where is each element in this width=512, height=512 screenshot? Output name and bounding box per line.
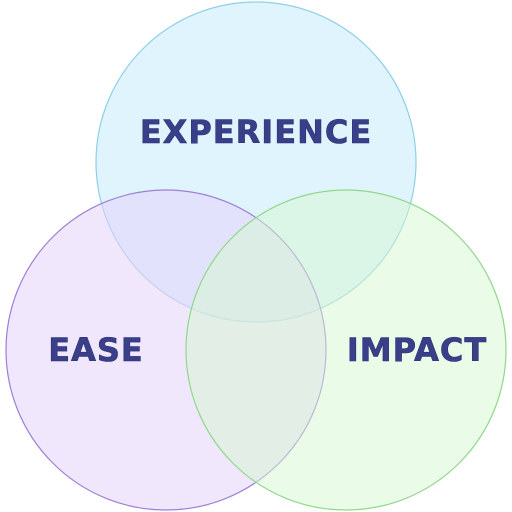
circle-impact bbox=[185, 189, 507, 511]
label-impact: IMPACT bbox=[347, 331, 487, 369]
label-ease: EASE bbox=[48, 331, 144, 369]
label-experience: EXPERIENCE bbox=[140, 113, 372, 151]
